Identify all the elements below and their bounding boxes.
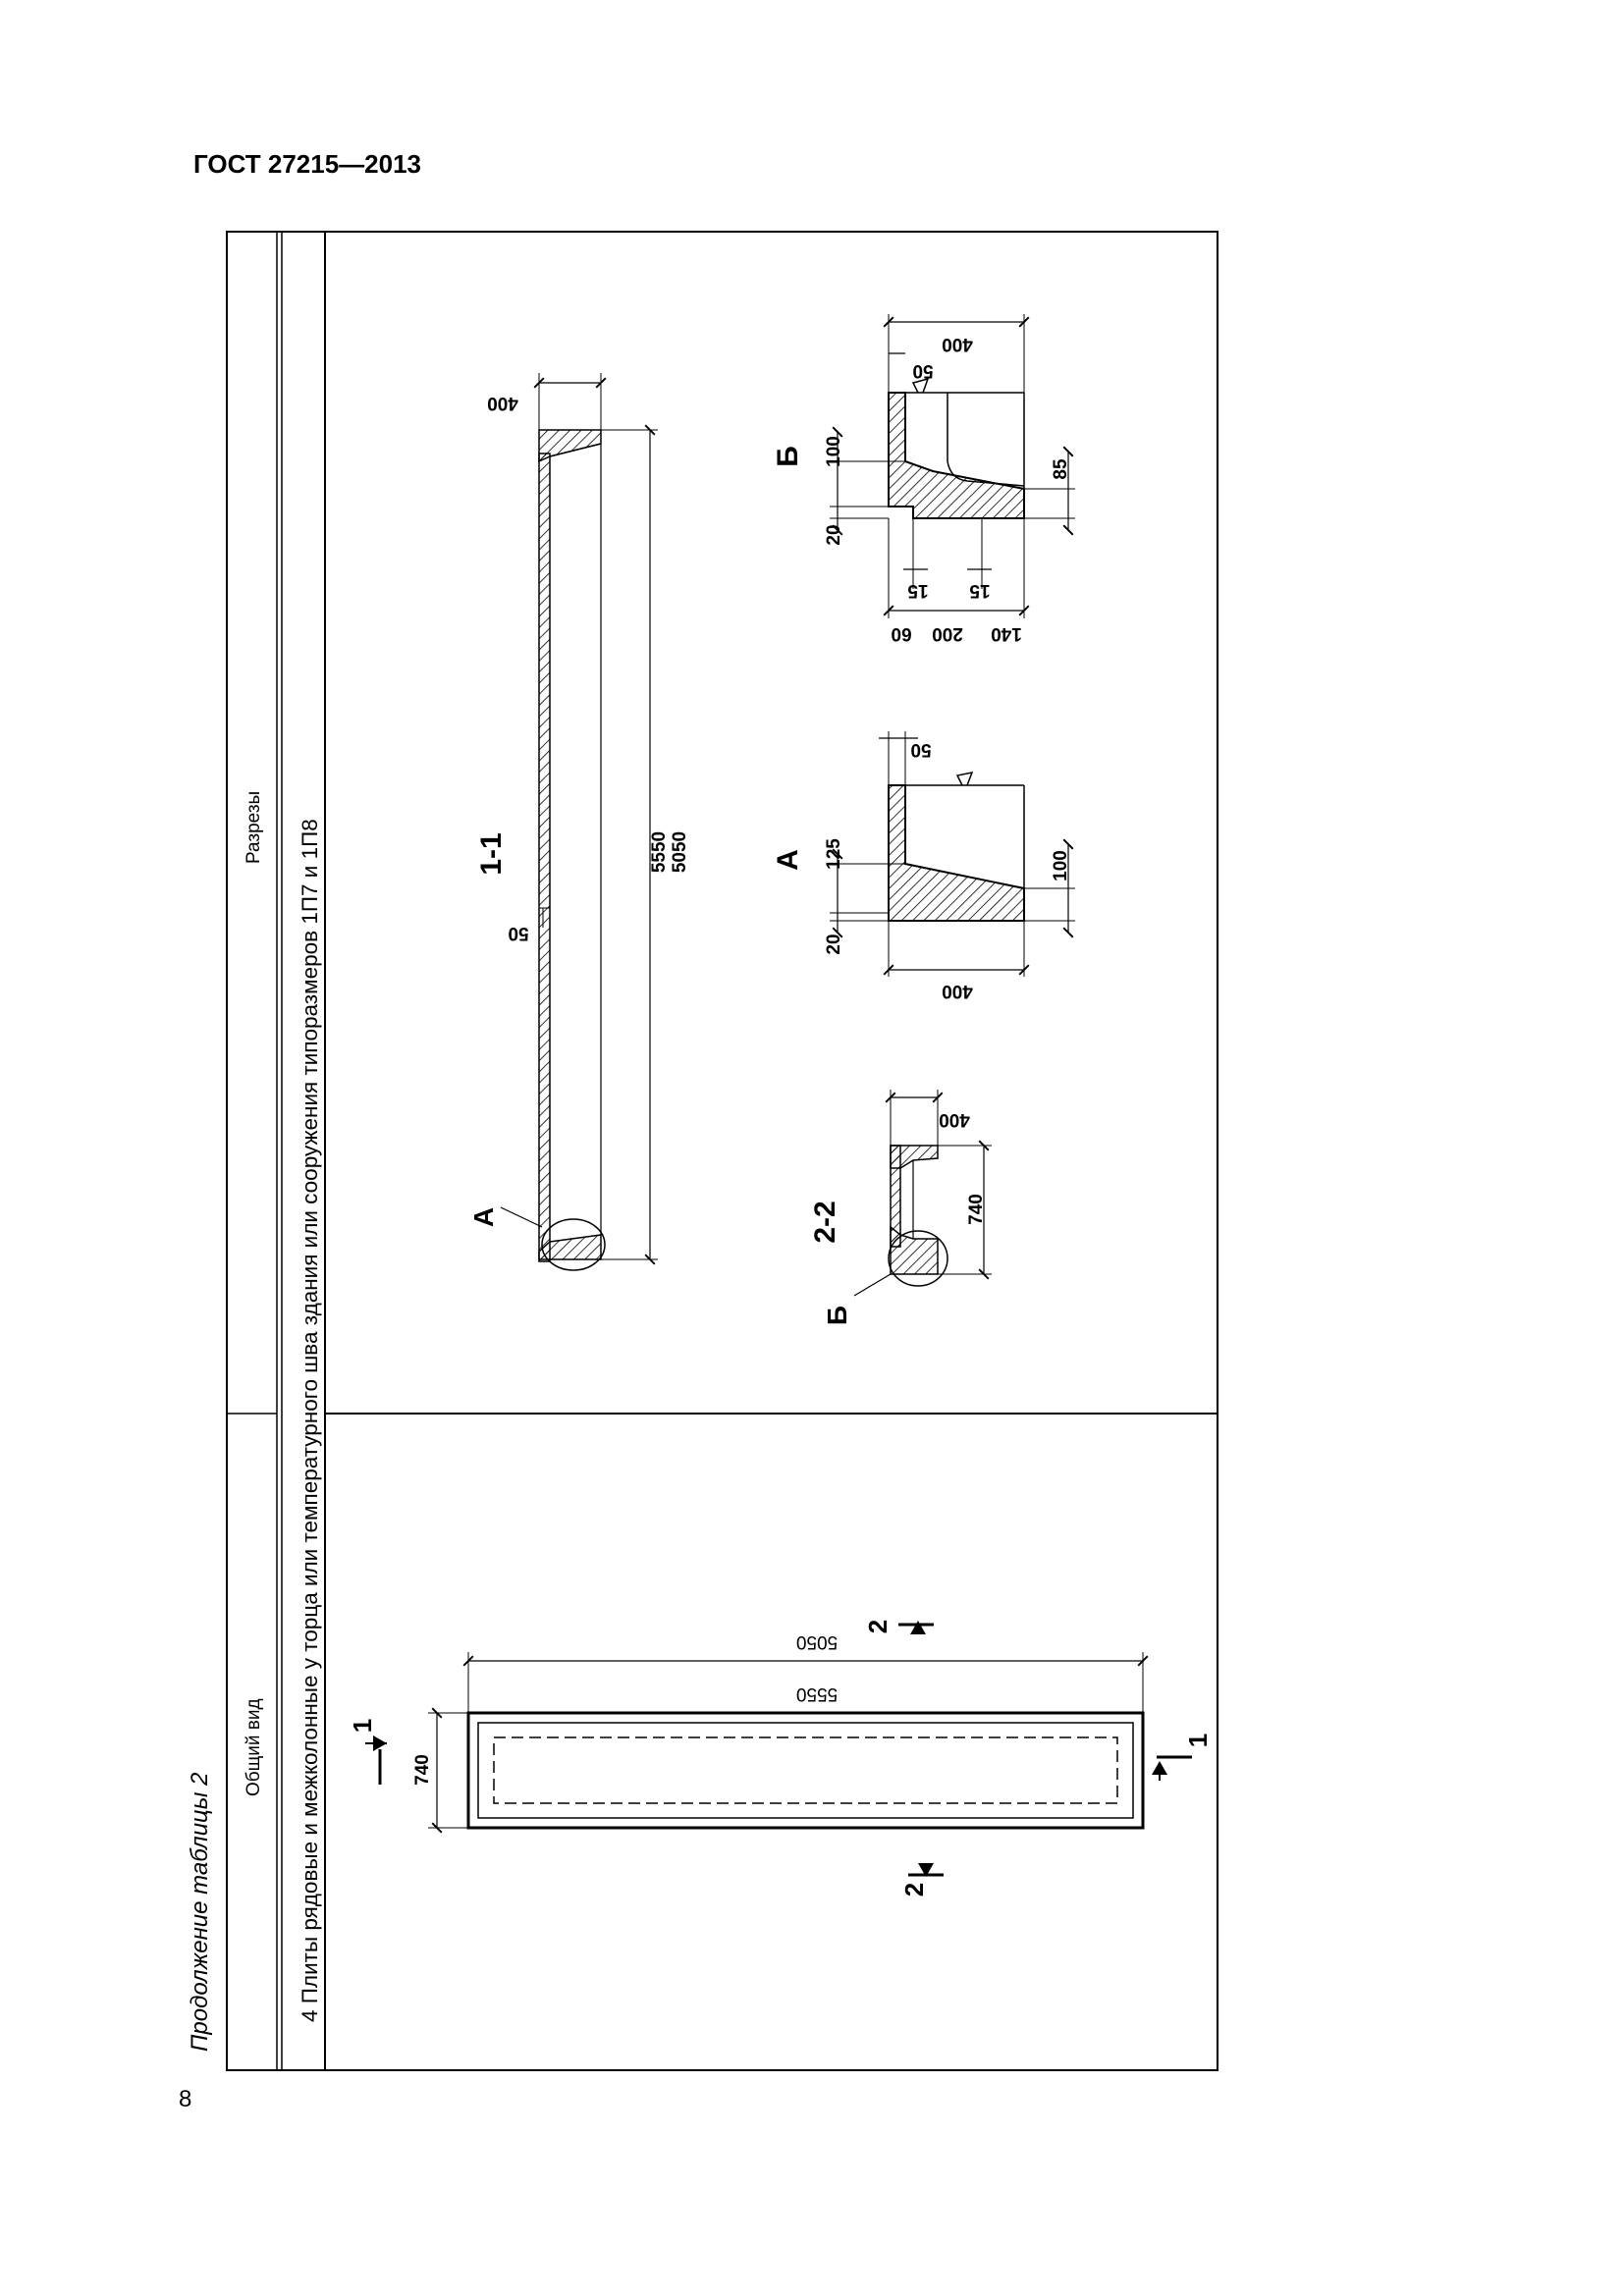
detail-b-dim-400: 400: [942, 334, 973, 354]
detail-a-dim-50: 50: [910, 739, 931, 760]
plan-dim-width: 740: [412, 1754, 433, 1786]
detail-a-drawing: [830, 731, 1075, 977]
detail-a-dim-125: 125: [824, 838, 844, 870]
general-view-plan: [365, 1621, 1192, 1877]
detail-a-dim-20: 20: [824, 934, 844, 954]
detail-b-dim-200: 200: [932, 623, 963, 644]
section-1-1-dim-flange: 50: [508, 923, 528, 943]
detail-b-dim-15b: 15: [969, 580, 991, 601]
callout-b-label: Б: [822, 1306, 852, 1325]
section-1-1-dim-outer: 5550: [649, 831, 670, 873]
cut-label-1-left: 1: [348, 1719, 377, 1733]
cut-label-2-left: 2: [899, 1883, 929, 1896]
section-2-2-dim-depth: 400: [939, 1109, 970, 1130]
detail-b-dim-20: 20: [824, 524, 844, 545]
detail-a-label: А: [772, 849, 804, 871]
section-2-2-label: 2-2: [809, 1201, 841, 1243]
detail-a-dim-400: 400: [942, 981, 973, 1001]
detail-b-dim-50: 50: [912, 360, 933, 381]
detail-b-dim-100: 100: [824, 436, 844, 467]
table-frame: [226, 231, 1218, 2071]
section-1-1-dim-depth: 400: [487, 393, 518, 413]
cut-label-2-right: 2: [863, 1620, 893, 1633]
callout-a-label: А: [468, 1207, 499, 1227]
cut-label-1-right: 1: [1183, 1734, 1213, 1747]
section-1-1-dim-inner: 5050: [670, 831, 690, 873]
section-1-1-label: 1-1: [475, 832, 508, 875]
detail-b-dim-60: 60: [891, 623, 911, 644]
section-2-2-drawing: [853, 1090, 992, 1297]
table-grid: [226, 231, 1218, 2071]
standard-number: ГОСТ 27215—2013: [193, 149, 421, 179]
detail-b-drawing: [830, 314, 1075, 618]
detail-a-dim-100: 100: [1051, 850, 1071, 881]
page-number: 8: [179, 2086, 192, 2112]
section-2-2-dim-width: 740: [966, 1194, 987, 1225]
plan-dim-outer: 5550: [796, 1683, 838, 1704]
detail-b-dim-140: 140: [991, 623, 1022, 644]
detail-b-dim-15a: 15: [907, 580, 929, 601]
section-1-1-drawing: [500, 373, 658, 1271]
detail-b-dim-85: 85: [1051, 458, 1071, 480]
plan-dim-inner: 5050: [796, 1631, 838, 1652]
detail-b-label: Б: [772, 446, 804, 467]
